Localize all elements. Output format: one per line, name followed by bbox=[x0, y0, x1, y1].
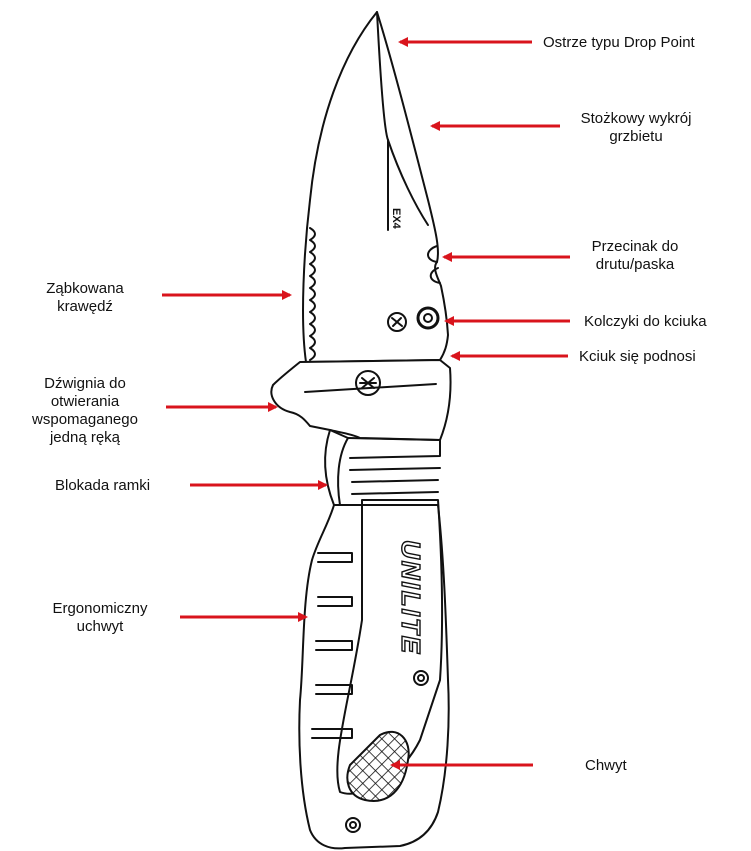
label-flipper: Dźwignia do otwierania wspomaganego jedn… bbox=[15, 375, 155, 447]
frame-lock bbox=[325, 430, 348, 505]
label-ergonomic-handle: Ergonomiczny uchwyt bbox=[30, 600, 170, 636]
label-thumb-stud: Kolczyki do kciuka bbox=[584, 313, 707, 331]
label-serrated-edge: Ząbkowana krawędź bbox=[25, 280, 145, 316]
label-wire-cutter: Przecinak do drutu/paska bbox=[575, 238, 695, 274]
bolster bbox=[271, 360, 450, 440]
label-tapered-spine: Stożkowy wykrój grzbietu bbox=[566, 110, 706, 146]
label-frame-lock: Blokada ramki bbox=[55, 477, 150, 495]
brand-text: UNILITE bbox=[396, 540, 426, 655]
label-drop-point: Ostrze typu Drop Point bbox=[543, 34, 695, 52]
label-thumb-rise: Kciuk się podnosi bbox=[579, 348, 696, 366]
blade-mark: EX4 bbox=[390, 208, 402, 230]
label-grip: Chwyt bbox=[585, 757, 627, 775]
